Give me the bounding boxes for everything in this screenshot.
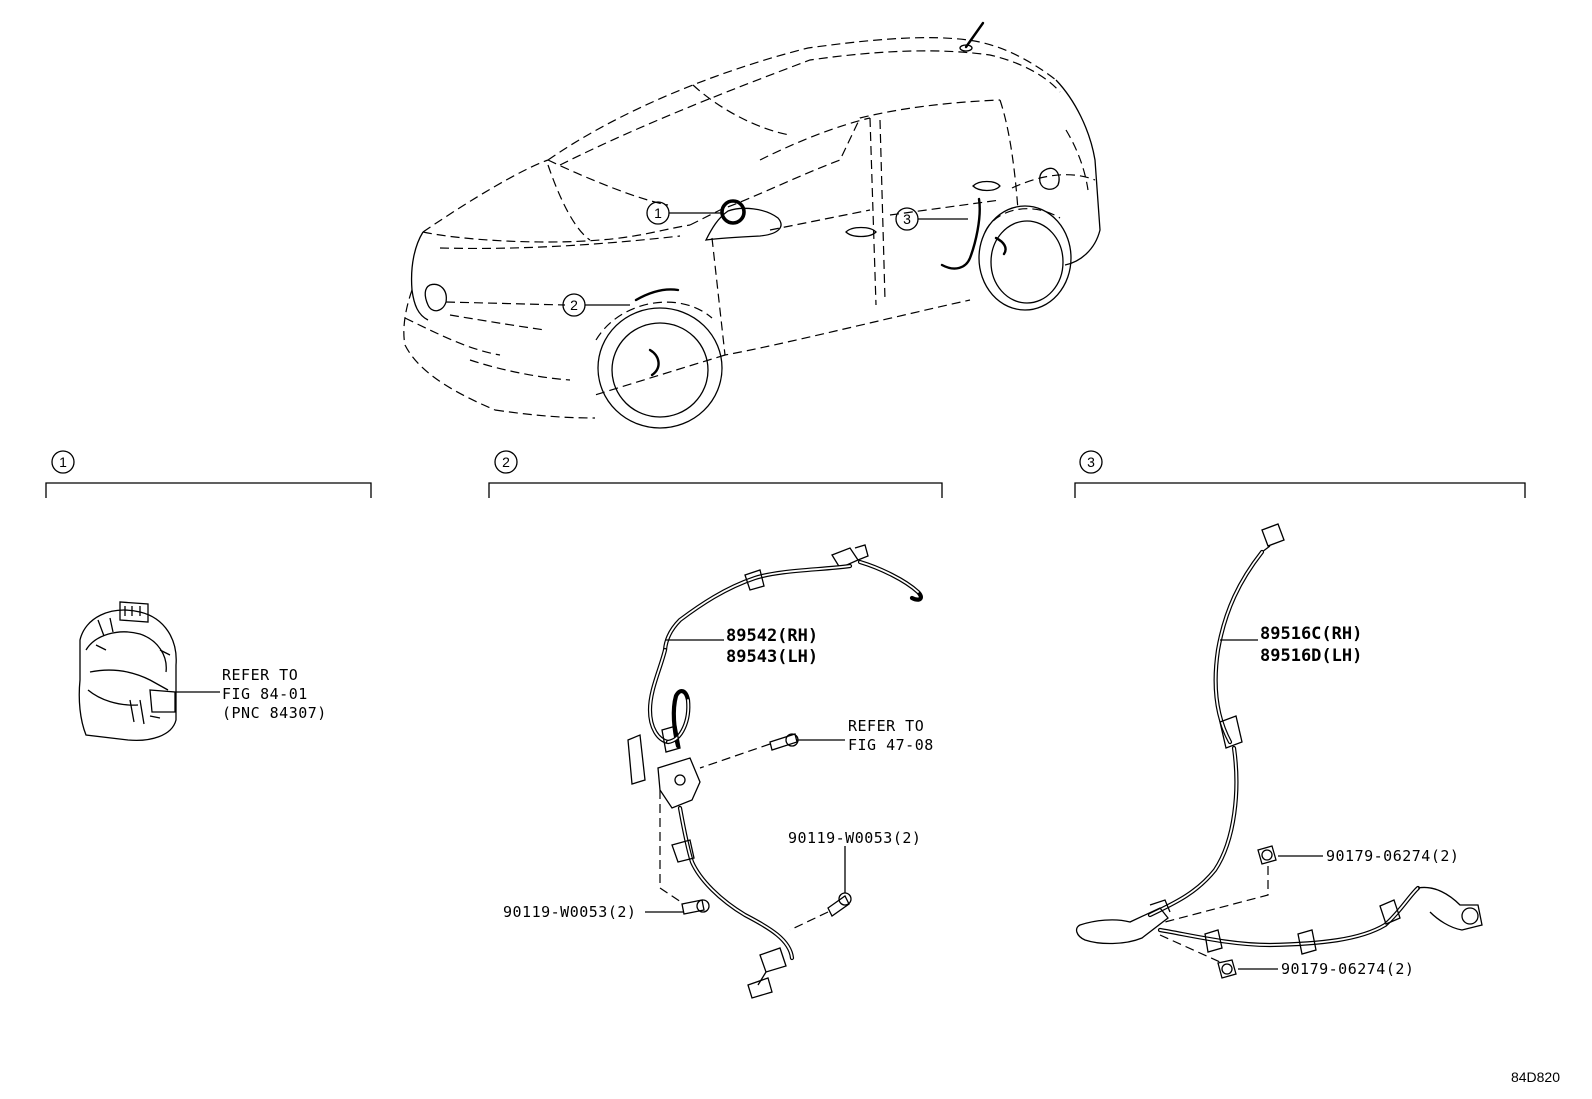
car-callout-2: 2 [562,293,630,317]
section-3-nut-upper-label: 90179-06274(2) [1326,847,1459,865]
section-3-part-lh: 89516D(LH) [1260,646,1362,666]
callout-number-2: 2 [570,297,578,313]
figure-code: 84D820 [1511,1069,1560,1085]
car-callout-3: 3 [895,207,968,231]
callout-number-3: 3 [903,211,911,227]
section-3-nut-lower-label: 90179-06274(2) [1281,960,1414,978]
section-2-header: 2 [488,450,943,498]
car-callout-1: 1 [646,201,722,225]
section-1-refer-line1: REFER TO [222,666,298,684]
section-1-number: 1 [59,454,67,470]
section-2-refer-line2: FIG 47-08 [848,736,934,754]
section-2-number: 2 [502,454,510,470]
front-abs-sensor-part [627,544,923,999]
section-2-part-lh: 89543(LH) [726,647,818,667]
callout-number-1: 1 [654,205,662,221]
section-2-refer-line1: REFER TO [848,717,924,735]
section-1-refer-line3: (PNC 84307) [222,704,327,722]
section-1-refer-line2: FIG 84-01 [222,685,308,703]
section-2-bolt-right-label: 90119-W0053(2) [788,829,921,847]
rear-abs-sensor-part [1075,523,1483,979]
section-2-part-rh: 89542(RH) [726,626,818,646]
section-3-header: 3 [1074,450,1526,498]
yaw-rate-sensor-part [78,601,220,742]
section-3-part-rh: 89516C(RH) [1260,624,1362,644]
car-illustration [403,21,1101,429]
section-2-bolt-left-label: 90119-W0053(2) [503,903,636,921]
section-1-header: 1 [45,450,372,498]
section-3-number: 3 [1087,454,1095,470]
